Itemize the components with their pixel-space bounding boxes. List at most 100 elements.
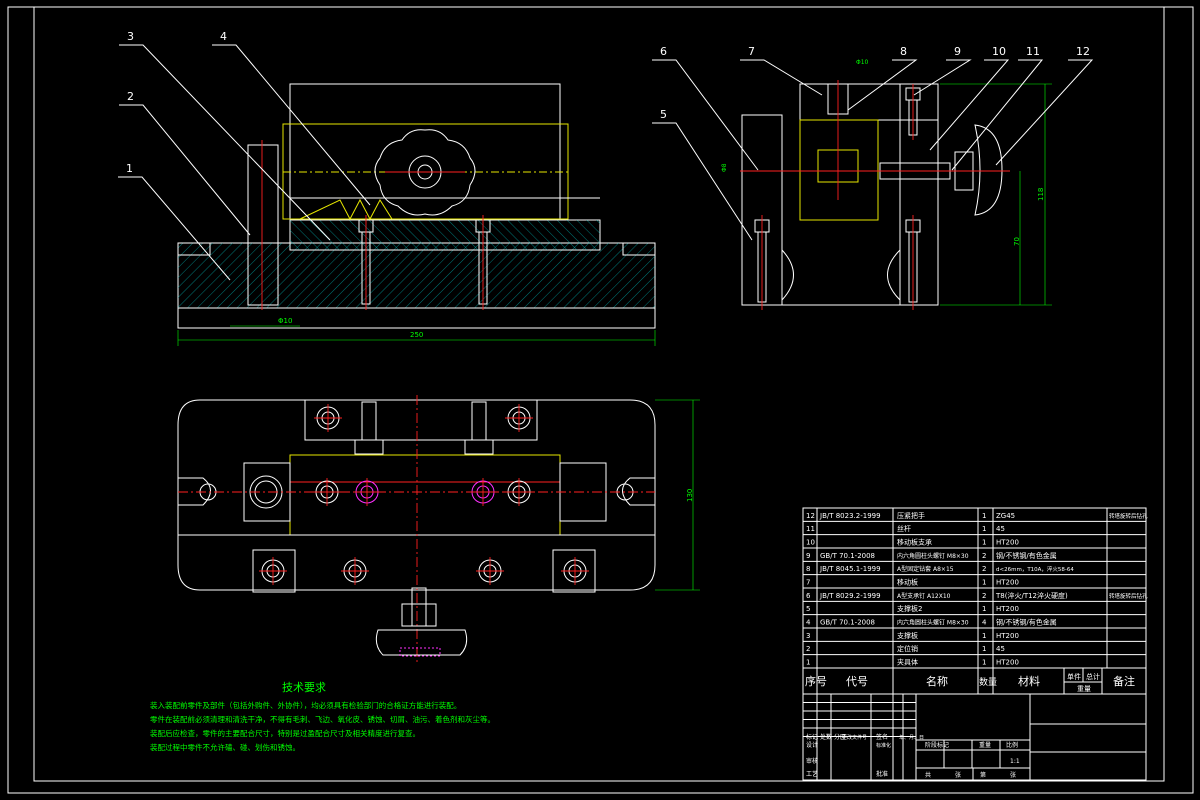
tech-line-2: 零件在装配前必须清理和清洗干净，不得有毛刺、飞边、氧化皮、锈蚀、切屑、油污、着色… <box>150 714 495 724</box>
bom-cell-material: d<26mm，T10A，淬火58-64 <box>996 565 1074 573</box>
bolt-hole <box>314 404 342 432</box>
bom-cell-name: 移动板支承 <box>897 538 932 547</box>
leader-line <box>118 176 231 281</box>
balloon-11: 11 <box>951 45 1044 171</box>
bom-row: 1 夹具体 1 HT200 <box>803 658 1146 669</box>
bom-cell-material: ZG45 <box>996 512 1015 520</box>
bom-cell-name: A型支承钉 A12X10 <box>897 592 951 600</box>
bom-cell-code: JB/T 8023.2-1999 <box>819 512 881 520</box>
dim-height-overall: 118 <box>1037 188 1045 201</box>
bom-cell-name: 丝杆 <box>897 524 911 533</box>
slot <box>361 401 377 441</box>
bom-cell-material: HT200 <box>996 605 1019 613</box>
balloon-label: 11 <box>1026 45 1040 58</box>
dim-front-hole: Φ10 <box>278 317 292 325</box>
leader-line <box>951 59 1044 171</box>
bom-cell-code: JB/T 8029.2-1999 <box>819 592 881 600</box>
leader-line <box>995 59 1094 166</box>
bolt-hole <box>259 557 287 585</box>
bom-header-weight: 重量 <box>1077 685 1091 693</box>
leader-line <box>652 59 759 171</box>
balloon-label: 8 <box>900 45 907 58</box>
balloon-3: 3 <box>119 30 331 241</box>
bom-cell-name: 支撑板2 <box>897 604 922 613</box>
bom-cell-material: HT200 <box>996 539 1019 547</box>
bom-header-name: 名称 <box>926 674 948 688</box>
bom-cell-no: 1 <box>806 659 810 667</box>
bom-header-code: 代号 <box>846 675 868 688</box>
bolt-hole <box>469 478 497 506</box>
bom-cell-no: 3 <box>806 632 810 640</box>
bom-cell-name: 定位销 <box>897 644 918 653</box>
balloon-7: 7 <box>740 45 823 96</box>
bom-cell-name: 内六角圆柱头螺钉 M8×30 <box>897 552 969 560</box>
slot-head <box>464 439 494 455</box>
bom-cell-qty: 1 <box>982 605 986 613</box>
tb-process: 工艺 <box>806 770 818 778</box>
balloon-1: 1 <box>118 162 231 281</box>
bom-cell-code: GB/T 70.1-2008 <box>820 619 875 627</box>
bom-cell-qty: 1 <box>982 659 986 667</box>
tech-line-4: 装配过程中零件不允许磕、碰、划伤和锈蚀。 <box>150 742 300 752</box>
bolt-hole <box>505 478 533 506</box>
bom-cell-qty: 2 <box>982 552 986 560</box>
bom-cell-no: 11 <box>806 525 815 533</box>
bolt-hole <box>353 478 381 506</box>
tb-scale-value: 1:1 <box>1010 758 1020 765</box>
tb-change: 更改文件号 <box>842 734 867 741</box>
title-grid <box>803 694 916 780</box>
balloon-8: 8 <box>847 45 918 111</box>
bom-cell-no: 4 <box>806 619 811 627</box>
dim-width: 250 <box>410 331 423 339</box>
balloon-label: 4 <box>220 30 227 43</box>
bom-cell-name: 夹具体 <box>897 658 918 667</box>
tb-count: 处数 <box>820 733 832 741</box>
bom-cell-name: 支撑板 <box>897 631 918 640</box>
bom-cell-name: 内六角圆柱头螺钉 M8×30 <box>897 619 969 627</box>
balloon-5: 5 <box>652 108 753 241</box>
tb-mark: 标记 <box>806 733 818 741</box>
bom-cell-qty: 1 <box>982 645 986 653</box>
tb-sheets: 张 <box>955 771 961 779</box>
bom-cell-qty: 1 <box>982 632 986 640</box>
leader-line <box>119 44 331 241</box>
bom-cell-no: 2 <box>806 645 810 653</box>
bom-cell-no: 6 <box>806 592 811 600</box>
bom-cell-code: JB/T 8045.1-1999 <box>819 565 881 573</box>
tech-requirements: 技术要求 装入装配前零件及部件（包括外购件、外协件），均必须具有检验部门的合格证… <box>150 681 495 752</box>
dim-plan-depth: 130 <box>686 489 694 502</box>
bom-cell-qty: 4 <box>982 619 987 627</box>
balloon-label: 12 <box>1076 45 1090 58</box>
slot-head <box>354 439 384 455</box>
bolt-hole <box>476 557 504 585</box>
bom-cell-qty: 2 <box>982 592 986 600</box>
bom-header-mat: 材料 <box>1018 674 1040 688</box>
slot <box>471 401 487 441</box>
bom-cell-name: 移动板 <box>897 578 918 587</box>
dim-left-hole: Φ8 <box>721 163 728 172</box>
bom-cell-material: T8(淬火/T12淬火硬度) <box>995 591 1068 600</box>
balloon-12: 12 <box>995 45 1094 166</box>
tb-date: 年、月、日 <box>899 734 924 741</box>
tb-scale: 比例 <box>1006 741 1018 749</box>
bom-cell-qty: 1 <box>982 525 986 533</box>
bolt-hole <box>341 557 369 585</box>
bolt-hole <box>505 404 533 432</box>
leader-line <box>913 59 972 96</box>
bom-cell-material: 45 <box>996 645 1005 653</box>
balloon-4: 4 <box>212 30 371 206</box>
tech-line-3: 装配后应检查，零件的主要配合尺寸，特别是过盈配合尺寸及相关精度进行复查。 <box>150 728 420 738</box>
bom-cell-material: HT200 <box>996 659 1019 667</box>
balloon-6: 6 <box>652 45 759 171</box>
bom-cell-no: 10 <box>806 539 815 547</box>
bom-cell-code: GB/T 70.1-2008 <box>820 552 875 560</box>
plan-view: 130 <box>177 395 700 665</box>
leader-line <box>652 122 753 241</box>
tb-no: 第 <box>980 771 986 779</box>
